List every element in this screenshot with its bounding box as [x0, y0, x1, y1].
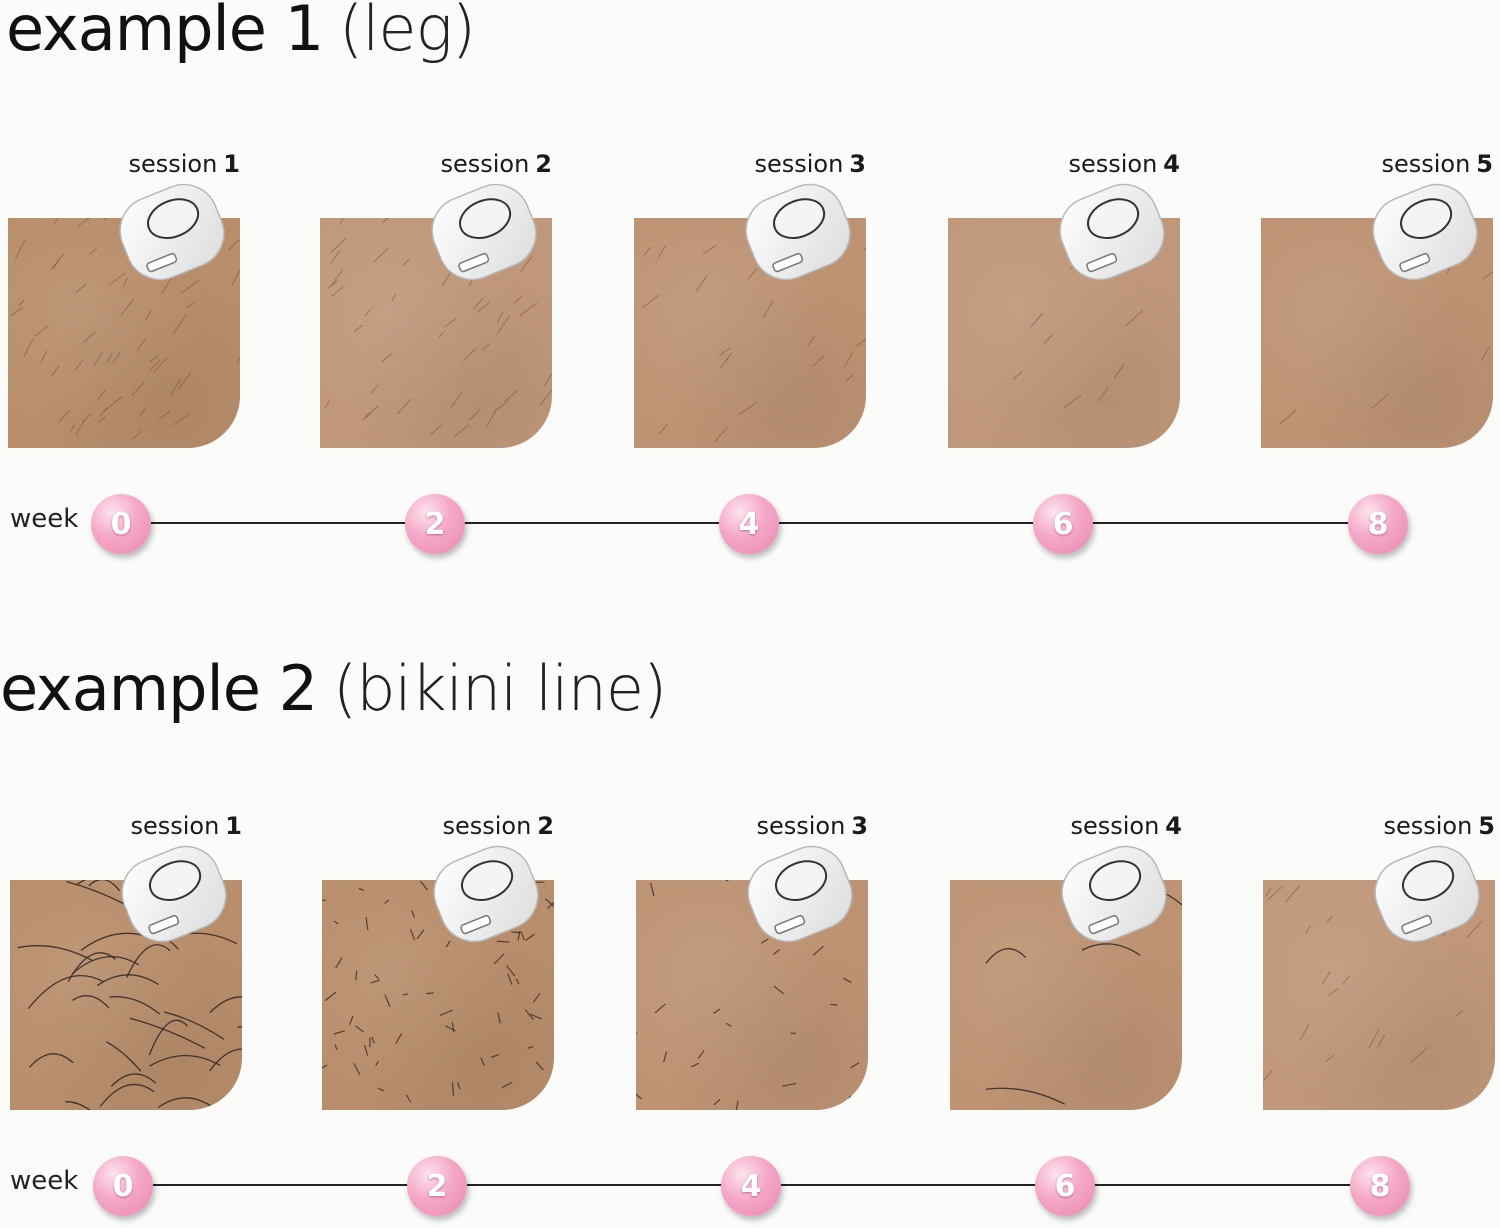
example-2-title-main: example 2	[0, 652, 318, 725]
ipl-device-icon	[433, 845, 539, 943]
week-marker: 6	[1035, 1156, 1095, 1216]
ipl-device-icon	[745, 183, 851, 281]
ipl-device-icon	[1374, 845, 1480, 943]
week-marker: 8	[1348, 494, 1408, 554]
ipl-device-icon	[1372, 183, 1478, 281]
ipl-device-icon	[119, 183, 225, 281]
week-marker: 4	[721, 1156, 781, 1216]
example-1-title-sub: (leg)	[339, 0, 476, 65]
ipl-device-icon	[431, 183, 537, 281]
example-2-title-sub: (bikini line)	[333, 652, 667, 725]
week-marker: 4	[719, 494, 779, 554]
ipl-device-icon	[1059, 183, 1165, 281]
example-1-title-main: example 1	[6, 0, 324, 65]
week-marker: 2	[407, 1156, 467, 1216]
ipl-device-icon	[747, 845, 853, 943]
example-1-title: example 1(leg)	[6, 0, 476, 65]
skin-patch	[634, 218, 866, 448]
ipl-device-icon	[121, 845, 227, 943]
week-marker: 2	[405, 494, 465, 554]
week-marker: 6	[1033, 494, 1093, 554]
week-label: week	[10, 1166, 79, 1196]
week-label: week	[10, 504, 79, 534]
skin-patch	[322, 880, 554, 1110]
week-marker: 8	[1350, 1156, 1410, 1216]
week-marker: 0	[91, 494, 151, 554]
week-marker: 0	[93, 1156, 153, 1216]
example-2-title: example 2(bikini line)	[0, 652, 667, 725]
ipl-device-icon	[1061, 845, 1167, 943]
